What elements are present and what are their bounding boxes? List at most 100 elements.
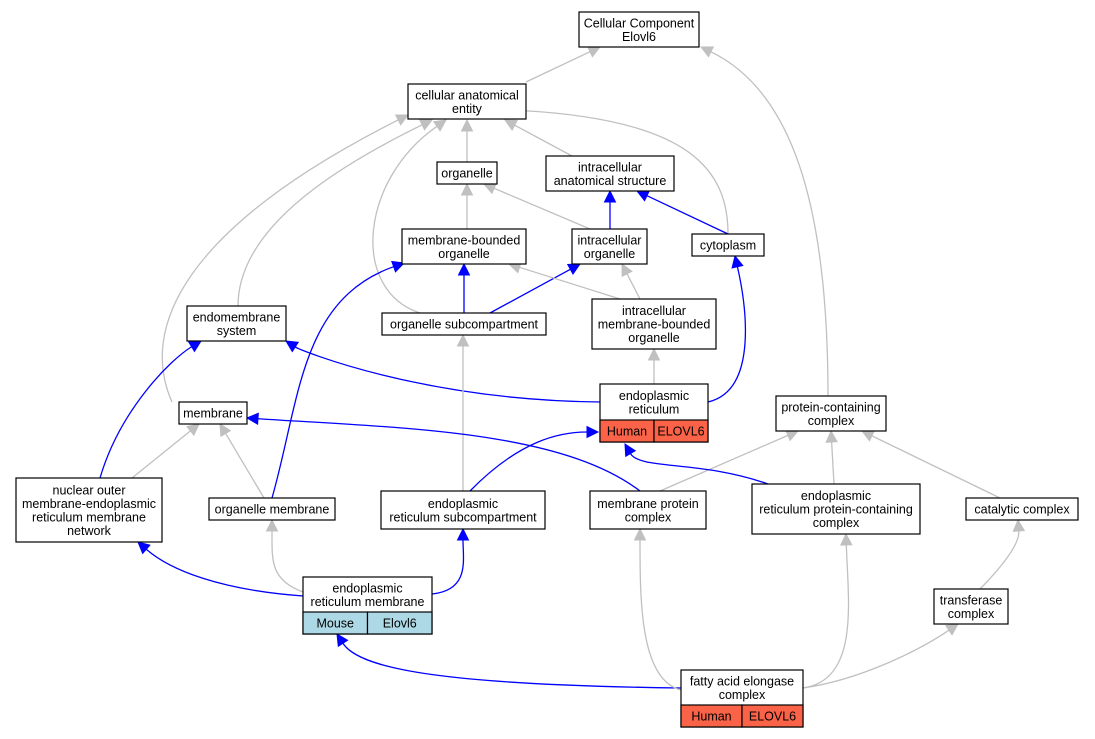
edge-is-a bbox=[460, 118, 474, 162]
arrowhead bbox=[482, 182, 498, 195]
node-label-line: membrane-bounded bbox=[598, 318, 711, 332]
node-organelle[interactable]: organelle bbox=[436, 161, 498, 185]
node-label-line: reticulum membrane bbox=[311, 595, 425, 609]
edge-part-of bbox=[469, 425, 600, 492]
node-membrane[interactable]: membrane bbox=[178, 401, 248, 425]
edge-part-of bbox=[137, 541, 304, 597]
arrowhead bbox=[504, 119, 519, 132]
node-label-line: endoplasmic bbox=[801, 489, 871, 503]
edge-is-a bbox=[131, 423, 200, 479]
node-nuclear-outer-membrane-er-network[interactable]: nuclear outermembrane-endoplasmicreticul… bbox=[15, 477, 163, 543]
edge-is-a bbox=[979, 518, 1026, 590]
node-label-line: complex bbox=[719, 688, 766, 702]
gene-label: Elovl6 bbox=[383, 617, 417, 631]
node-box bbox=[178, 401, 248, 425]
edge-line bbox=[707, 266, 747, 403]
edge-line bbox=[646, 195, 729, 235]
node-label-line: complex bbox=[808, 414, 855, 428]
arrowhead bbox=[633, 527, 647, 541]
edge-is-a bbox=[460, 182, 474, 229]
node-box bbox=[436, 161, 498, 185]
arrowhead bbox=[219, 423, 232, 438]
node-label-line: catalytic complex bbox=[974, 503, 1070, 517]
node-box bbox=[381, 312, 547, 336]
edge-is-a bbox=[621, 263, 641, 300]
edge-line bbox=[271, 530, 304, 593]
node-cytoplasm[interactable]: cytoplasm bbox=[691, 233, 765, 257]
species-label: Mouse bbox=[316, 617, 354, 631]
edge-line bbox=[514, 124, 573, 157]
edge-part-of bbox=[603, 189, 617, 229]
node-label-line: cellular anatomical bbox=[415, 88, 519, 102]
node-label-line: intracellular bbox=[578, 160, 642, 174]
edge-line bbox=[431, 539, 465, 595]
node-label-line: reticulum subcompartment bbox=[389, 510, 537, 524]
edge-line bbox=[871, 435, 1001, 499]
species-label: Human bbox=[691, 710, 731, 724]
edge-line bbox=[802, 629, 950, 689]
node-label-line: complex bbox=[813, 516, 860, 530]
node-box bbox=[186, 305, 287, 342]
edge-line bbox=[979, 530, 1020, 590]
edge-line bbox=[626, 273, 641, 300]
node-box bbox=[571, 228, 648, 265]
edge-line bbox=[659, 434, 789, 492]
node-label-line: Cellular Component bbox=[584, 16, 695, 30]
node-box bbox=[208, 497, 336, 521]
edge-line bbox=[257, 418, 641, 492]
node-box bbox=[933, 588, 1009, 625]
edge-part-of bbox=[245, 412, 641, 492]
node-label-line: organelle bbox=[584, 247, 635, 261]
node-label-line: endoplasmic bbox=[428, 497, 498, 511]
edge-is-a bbox=[699, 46, 829, 397]
arrowhead bbox=[1012, 518, 1026, 532]
node-label-line: membrane protein bbox=[597, 497, 698, 511]
node-label-line: protein-containing bbox=[781, 400, 880, 414]
arrowhead bbox=[456, 527, 470, 541]
edge-part-of bbox=[271, 260, 406, 499]
edge-is-a bbox=[802, 532, 853, 689]
node-box bbox=[965, 497, 1079, 521]
node-catalytic-complex[interactable]: catalytic complex bbox=[965, 497, 1079, 521]
arrowhead bbox=[137, 541, 151, 555]
node-label-line: organelle bbox=[441, 167, 492, 181]
arrowhead bbox=[825, 429, 838, 443]
node-box bbox=[380, 490, 546, 530]
node-organelle-membrane[interactable]: organelle membrane bbox=[208, 497, 336, 521]
edge-line bbox=[225, 433, 265, 499]
edge-part-of bbox=[489, 263, 581, 314]
node-label-line: Elovl6 bbox=[622, 30, 656, 44]
edge-line bbox=[639, 539, 682, 691]
node-organelle-subcompartment[interactable]: organelle subcompartment bbox=[381, 312, 547, 336]
node-box bbox=[589, 490, 707, 530]
arrowhead bbox=[187, 340, 202, 353]
edge-line bbox=[629, 453, 769, 485]
node-box bbox=[591, 298, 717, 350]
edge-line bbox=[294, 346, 601, 403]
node-label-line: cytoplasm bbox=[700, 239, 756, 253]
node-label-line: organelle membrane bbox=[215, 503, 330, 517]
edge-is-a bbox=[825, 429, 838, 485]
edge-is-a bbox=[802, 623, 959, 689]
node-label-line: complex bbox=[948, 607, 995, 621]
edge-is-a bbox=[647, 347, 661, 384]
node-box bbox=[578, 11, 700, 48]
edge-part-of bbox=[624, 443, 769, 485]
node-box bbox=[751, 483, 921, 535]
